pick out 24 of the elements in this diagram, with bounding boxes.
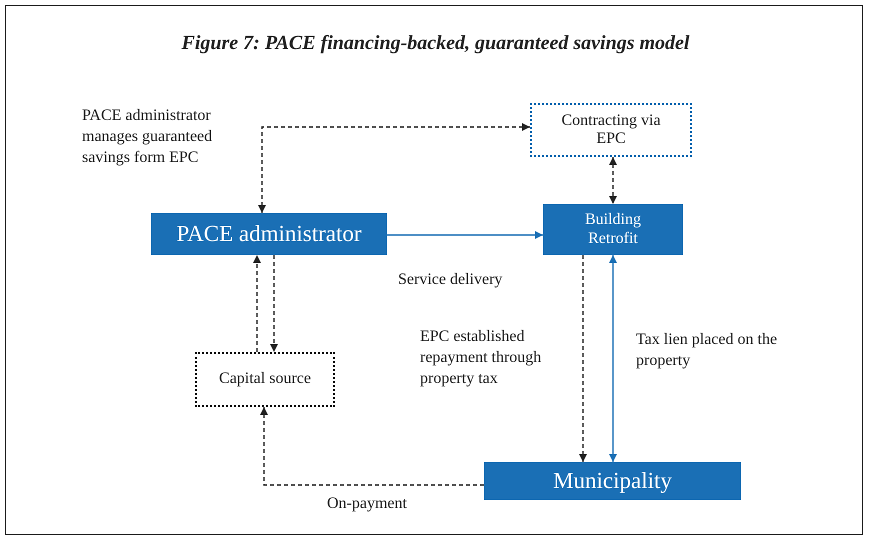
process-box: [543, 204, 683, 255]
arrow: [253, 255, 261, 352]
box-label: Contracting via EPC: [560, 112, 662, 148]
annotation-text: Service delivery: [398, 270, 504, 290]
arrow: [270, 255, 278, 352]
arrow: [609, 157, 617, 204]
arrow: [609, 255, 617, 462]
annotation-text: PACE administrator manages guaranteed savings form EPC: [82, 106, 214, 168]
arrow: [258, 123, 530, 213]
box-label: Municipality: [553, 468, 672, 494]
arrow: [387, 231, 543, 239]
process-box: [530, 103, 692, 157]
process-box: [484, 462, 741, 500]
annotation-text: EPC established repayment through property tax: [420, 327, 542, 389]
arrow: [579, 255, 587, 462]
process-box: [151, 213, 387, 255]
annotation-text: On-payment: [327, 494, 408, 514]
box-label: Building Retrofit: [584, 211, 642, 248]
figure-title: Figure 7: PACE financing-backed, guaranteed savings model: [180, 32, 690, 55]
annotation-text: Tax lien placed on the property: [636, 330, 778, 371]
process-box: [195, 352, 335, 407]
arrow: [260, 407, 484, 486]
box-label: PACE administrator: [176, 220, 362, 248]
box-label: Capital source: [219, 370, 311, 389]
